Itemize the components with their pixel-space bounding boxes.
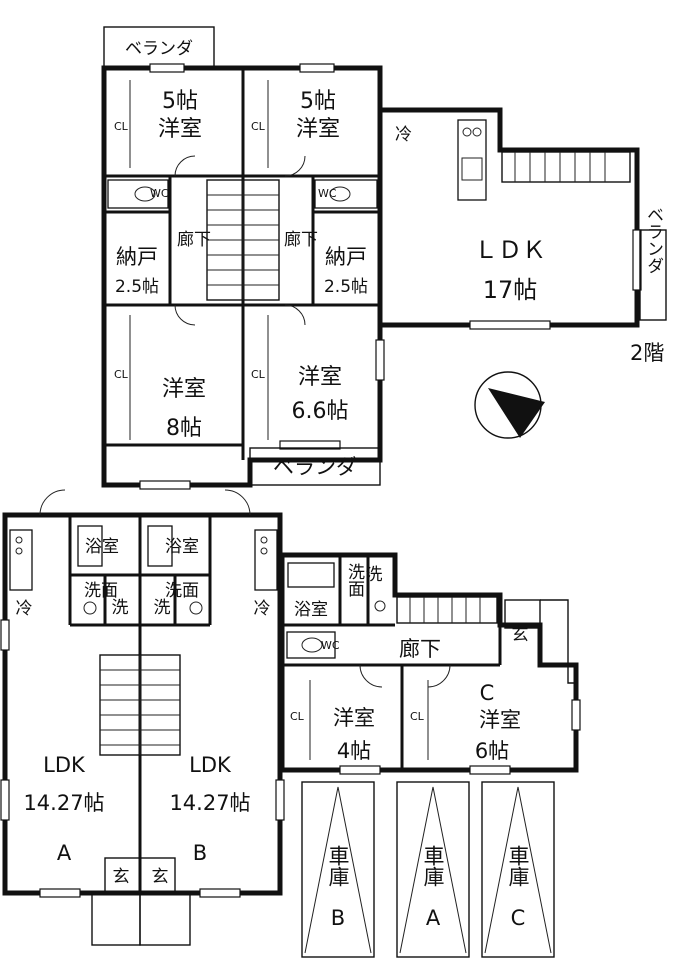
unit-b-washroom: 洗面 [165,581,199,601]
ldk-fridge: 冷 [395,125,412,145]
unit-c-hall: 廊下 [399,637,441,661]
storage-right-name: 納戸 [325,245,367,269]
unit-b-washer: 洗 [154,598,171,618]
room-sw-closet: CL [114,368,129,381]
unit-b-fridge: 冷 [254,599,271,619]
ldk-walls [380,107,640,328]
unit-c-room-small-name: 洋室 [333,706,375,730]
unit-a-washer: 洗 [112,598,129,618]
unit-c-wc: WC [321,639,340,652]
garage-b-name-1: 車庫 [326,845,350,887]
room-nw-closet: CL [114,120,129,133]
floor-2-label: 2階 [630,341,664,365]
stairs-c [396,596,498,624]
storage-right-size: 2.5帖 [324,277,368,297]
unit-c-washer: 洗 [366,565,383,585]
room-nw-name: 洋室 [158,117,202,142]
unit-c-room-large-label: C [480,681,495,705]
unit-c-room-large-size: 6帖 [475,739,509,763]
room-se-name: 洋室 [298,365,342,390]
garage-a [396,781,470,958]
room-ne-size: 5帖 [300,89,336,114]
room-nw-size: 5帖 [162,89,198,114]
balcony-right-label: ベランダ [643,206,663,274]
room-sw-name: 洋室 [162,377,206,402]
unit-a-bath: 浴室 [85,537,119,557]
garage-c [481,781,555,958]
compass-icon [474,371,545,439]
unit-a-entrance: 玄 [113,867,130,887]
garage-c-label: C [511,906,526,930]
garage-b-label: B [331,906,345,930]
unit-a-fridge: 冷 [16,599,33,619]
unit-a-washroom: 洗面 [84,581,118,601]
unit-b-entrance: 玄 [152,867,169,887]
balcony-bottom [249,447,381,486]
first-floor: 浴室 洗面 洗 冷 LDK 14.27帖 A 玄 浴室 洗面 洗 冷 LDK 1… [0,489,581,958]
unit-b-label: B [193,841,207,865]
stairs-ldk [501,151,631,183]
room-se-size: 6.6帖 [292,399,349,424]
unit-c-room-small-size: 4帖 [337,739,371,763]
ldk-size: 17帖 [483,276,538,304]
unit-b-size: 14.27帖 [169,791,250,815]
stairs-ab [99,654,181,756]
unit-c-room-large-name: 洋室 [479,708,521,732]
room-se-closet: CL [251,368,266,381]
stairs-upper [206,179,280,301]
unit-a-ldk: LDK [43,753,86,777]
garage-c-name-1: 車庫 [506,845,530,887]
ldk-name: ＬＤＫ [474,236,546,264]
storage-left-size: 2.5帖 [115,277,159,297]
balcony-bottom-label: ベランダ [273,455,357,479]
hall-left: 廊下 [177,230,211,250]
garage-a-name-1: 車庫 [421,845,445,887]
wc-right: WC [318,187,337,200]
unit-b-ldk: LDK [189,753,232,777]
second-floor: ベランダ [101,26,667,490]
garage-b [301,781,375,958]
room-ne-closet: CL [251,120,266,133]
wc-left: WC [150,187,169,200]
balcony-right [639,229,667,321]
unit-a-size: 14.27帖 [23,791,104,815]
unit-c-washroom: 洗面 [344,563,365,597]
room-sw-size: 8帖 [166,416,202,441]
room-ne-name: 洋室 [296,117,340,142]
unit-a-label: A [57,841,72,865]
unit-c-room-small-closet: CL [290,710,305,723]
storage-left-name: 納戸 [116,245,158,269]
unit-c-bath: 浴室 [294,600,328,620]
units-ab-walls [2,512,283,896]
balcony-top-label: ベランダ [125,39,193,59]
kitchen-counter [457,119,487,201]
garage-a-label: A [426,906,441,930]
unit-c-room-large-closet: CL [410,710,425,723]
hall-right: 廊下 [284,230,318,250]
unit-b-bath: 浴室 [165,537,199,557]
unit-c-entrance: 玄 [512,625,529,645]
